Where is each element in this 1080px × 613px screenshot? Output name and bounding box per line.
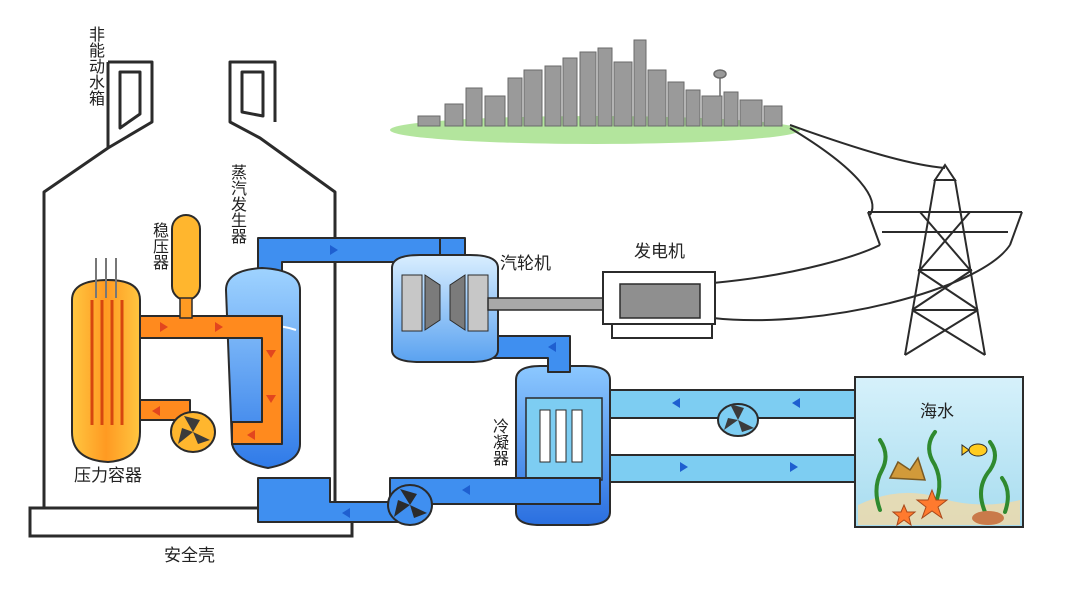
generator-icon	[602, 271, 716, 339]
pump-fan-icon-feedwater	[387, 484, 433, 526]
label-seawater: 海水	[920, 402, 954, 422]
flow-arrows-secondary	[330, 245, 800, 518]
label-condenser: 冷凝器	[490, 418, 509, 466]
label-containment: 安全壳	[164, 546, 215, 566]
label-pressure-vessel: 压力容器	[74, 466, 142, 486]
label-generator: 发电机	[634, 242, 685, 262]
primary-loop	[134, 315, 283, 445]
label-passive-water-tank: 非能动水箱	[86, 26, 105, 106]
starfish-icon	[891, 488, 949, 527]
turbine-shaft	[487, 297, 621, 311]
reactor-fuel-rods	[90, 300, 124, 425]
seaweed-icon	[874, 430, 1010, 514]
pump-fan-icon-primary	[170, 411, 216, 453]
pressurizer	[171, 214, 201, 319]
city-skyline	[390, 39, 800, 144]
label-pressurizer: 稳压器	[150, 222, 169, 270]
reactor-pressure-vessel	[71, 258, 141, 464]
flow-arrows-primary	[152, 322, 276, 440]
fish-icon	[961, 443, 988, 457]
label-steam-generator: 蒸汽发生器	[228, 164, 247, 244]
seawater-tank	[854, 376, 1024, 528]
pump-fan-icon-sea	[717, 403, 759, 437]
transmission-tower-icon	[712, 124, 1023, 356]
turbine-icon	[391, 254, 499, 363]
label-turbine: 汽轮机	[500, 254, 551, 274]
coral-icon	[888, 456, 1004, 525]
